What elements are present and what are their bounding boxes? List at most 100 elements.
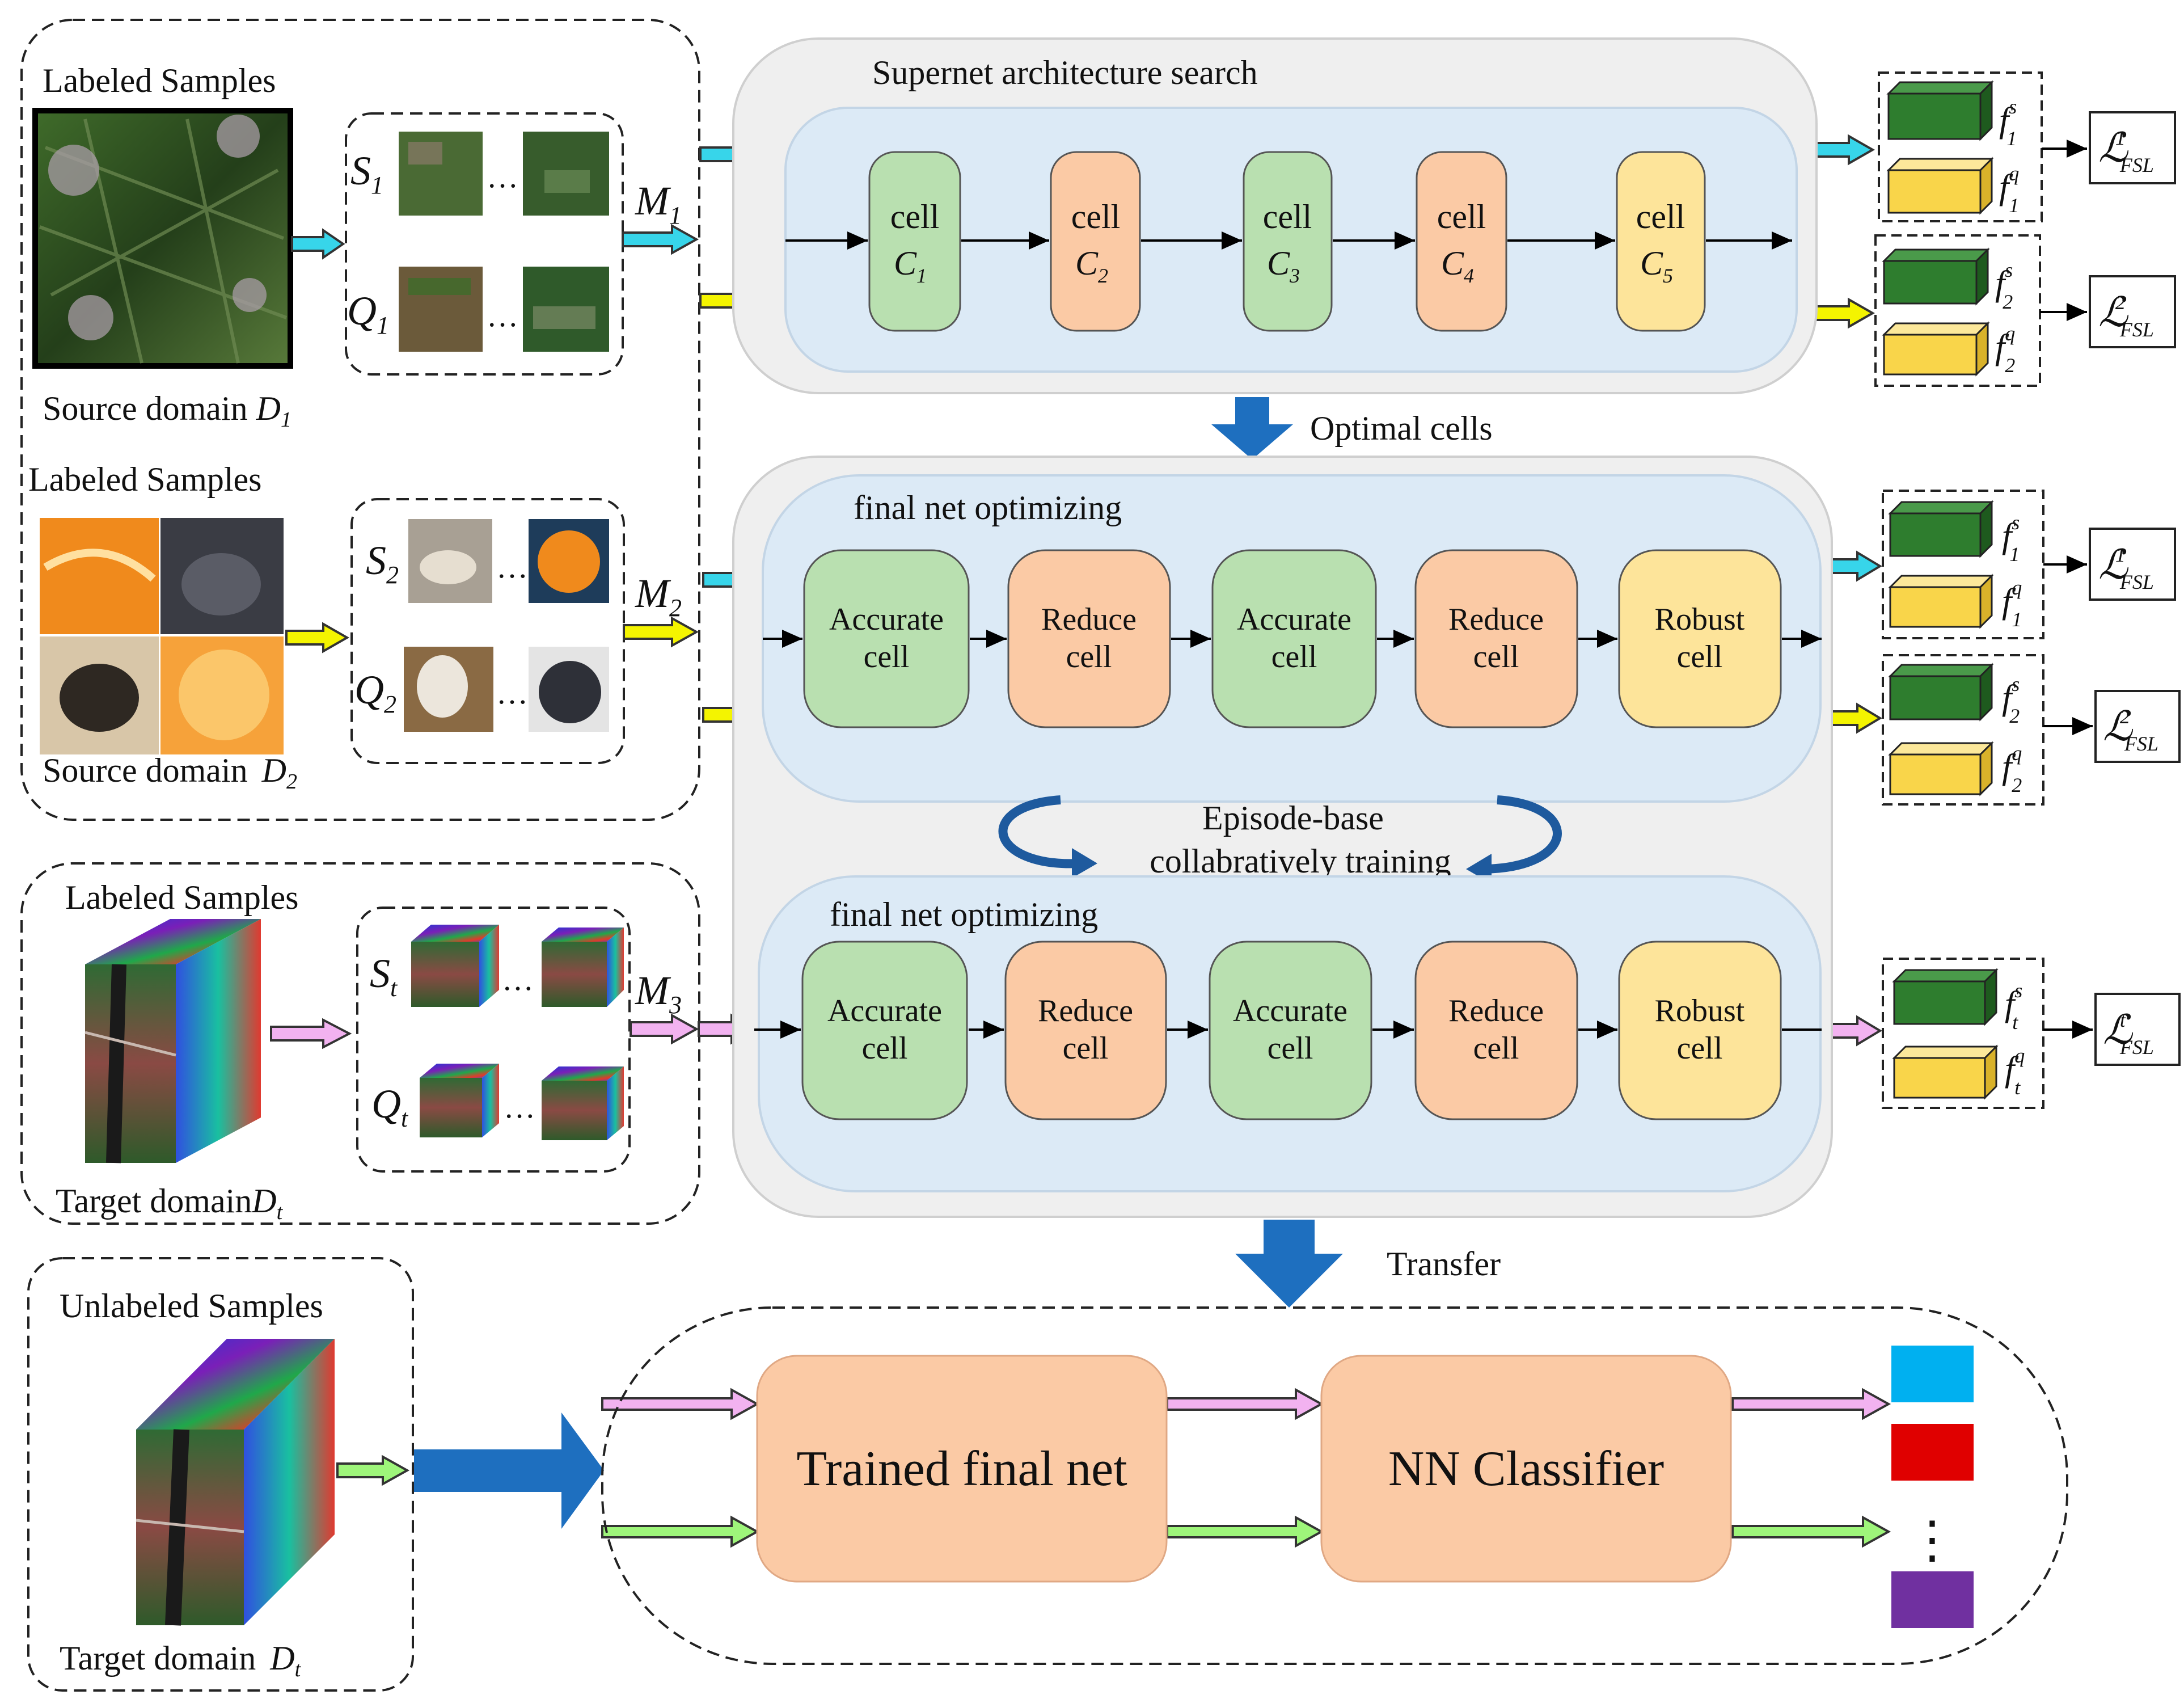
- target-unlabeled-group: [27, 1257, 414, 1692]
- q2-thumb-a-dog: [417, 655, 468, 718]
- feat-block-s2: [1882, 247, 1990, 306]
- m3-label: M3: [635, 968, 682, 1019]
- query-set-q2: Q2: [354, 667, 396, 718]
- s2-thumb-a-dog: [420, 550, 476, 584]
- dog-image-2-body: [60, 664, 139, 732]
- orange-image-1: [40, 518, 159, 634]
- fn1-cell-1-l2: cell: [864, 639, 910, 674]
- supernet-cell-2: cell C2: [1050, 151, 1141, 332]
- arrow-cyan-1: [291, 228, 345, 260]
- nn-classifier-label: NN Classifier: [1388, 1441, 1664, 1496]
- fn2-cell-3-l2: cell: [1268, 1031, 1313, 1066]
- fn2-cell-3-l1: Accurate: [1233, 993, 1347, 1028]
- fn1-cell-1: Accurate cell: [803, 549, 970, 728]
- loss-box-3: [2089, 528, 2176, 601]
- feat-block-s1b: [1888, 500, 1994, 558]
- fn1-cell-3-l1: Accurate: [1237, 602, 1351, 637]
- transfer-label: Transfer: [1387, 1245, 1501, 1283]
- fn1-cell-1-l1: Accurate: [829, 602, 944, 637]
- fn2-cell-2-l1: Reduce: [1038, 993, 1133, 1028]
- supernet-cell-1: cell C1: [868, 151, 961, 332]
- feature-box-5: [1882, 958, 2044, 1109]
- feat-block-st: [1892, 968, 1999, 1026]
- target-domain-3-label: Target domainDt: [56, 1182, 284, 1224]
- inference-pipeline-group: [601, 1306, 2068, 1665]
- fn2-cell-4-l1: Reduce: [1448, 993, 1544, 1028]
- fn2-cell-2-l2: cell: [1063, 1031, 1109, 1066]
- q1-thumb-a-detail: [408, 278, 471, 295]
- episode-line2: collabratively training: [1150, 842, 1451, 880]
- feat-block-q1: [1886, 157, 1994, 215]
- feature-box-2: [1874, 234, 2041, 387]
- feat-block-s1: [1886, 80, 1994, 141]
- fn2-cell-5-l2: cell: [1677, 1031, 1723, 1066]
- fn1-cell-2-l2: cell: [1066, 639, 1112, 674]
- fn1-cell-4-l2: cell: [1473, 639, 1519, 674]
- class-output-red: [1891, 1424, 1974, 1481]
- arrow-pink-bottom-2: [1166, 1388, 1324, 1420]
- query-set-q1: Q1: [347, 288, 389, 339]
- q1-ellipsis: …: [487, 298, 518, 334]
- source-domain-1-label: Source domain D1: [43, 390, 292, 432]
- class-output-dots: ⋮: [1907, 1512, 1958, 1569]
- supernet-cell-4-word: cell: [1437, 198, 1486, 235]
- fn2-cell-4-l2: cell: [1473, 1031, 1519, 1066]
- final-net-1-title: final net optimizing: [854, 489, 1122, 526]
- arrow-pink-bottom-3: [1731, 1388, 1891, 1420]
- loss-box-4: [2094, 690, 2181, 763]
- supernet-cell-3: cell C3: [1243, 151, 1333, 332]
- qt-ellipsis: …: [504, 1090, 535, 1125]
- hsi-cube-labeled: [85, 919, 261, 1163]
- qt-cube-b: [542, 1066, 624, 1140]
- trained-final-net-box: [756, 1355, 1168, 1583]
- s2-thumb-b-orange: [538, 530, 600, 593]
- fn1-cell-2: Reduce cell: [1007, 549, 1171, 728]
- supernet-cell-2-word: cell: [1071, 198, 1121, 235]
- feat-block-q2: [1882, 321, 1990, 377]
- fn1-cell-4: Reduce cell: [1414, 549, 1578, 728]
- transfer-arrow: [1235, 1220, 1343, 1308]
- orange-image-2-slice: [179, 650, 269, 740]
- supernet-title: Supernet architecture search: [872, 54, 1258, 91]
- fn2-cell-1-l2: cell: [862, 1031, 908, 1066]
- fn1-cell-5-l2: cell: [1677, 639, 1723, 674]
- supernet-cell-1-sym: C1: [894, 244, 927, 287]
- feature-box-1: [1878, 71, 2043, 222]
- fn2-cell-2: Reduce cell: [1004, 941, 1167, 1120]
- supernet-cell-4-sym: C4: [1441, 244, 1474, 287]
- loss-box-1: [2089, 111, 2176, 184]
- optimal-cells-arrow: [1211, 397, 1293, 459]
- labeled-samples-2: Labeled Samples: [28, 461, 262, 498]
- query-set-qt: Qt: [371, 1081, 409, 1132]
- nn-classifier-box: [1320, 1355, 1732, 1583]
- unlabeled-samples: Unlabeled Samples: [60, 1287, 323, 1325]
- arrow-green-bottom-3: [1731, 1515, 1891, 1548]
- fn2-cell-5: Robust cell: [1618, 941, 1782, 1120]
- fn1-cell-5: Robust cell: [1618, 549, 1782, 728]
- arrow-pink-bottom-1: [601, 1388, 760, 1420]
- s1-thumb-b-detail: [544, 170, 590, 193]
- dog-image-1-face: [181, 553, 261, 615]
- labeled-samples-1: Labeled Samples: [43, 62, 276, 99]
- optimal-cells-label: Optimal cells: [1310, 410, 1493, 447]
- trained-final-net-label: Trained final net: [796, 1441, 1127, 1496]
- orange-image-1-detail: [43, 549, 156, 582]
- source-domains-group: [20, 19, 700, 821]
- supernet-cell-5-word: cell: [1636, 198, 1685, 235]
- st-ellipsis: …: [502, 962, 534, 997]
- fn2-cell-1: Accurate cell: [801, 941, 968, 1120]
- q2-thumb-b-dog: [539, 661, 601, 723]
- fn1-cell-4-l1: Reduce: [1448, 602, 1544, 637]
- class-output-purple: [1891, 1571, 1974, 1628]
- feature-box-4: [1882, 654, 2044, 806]
